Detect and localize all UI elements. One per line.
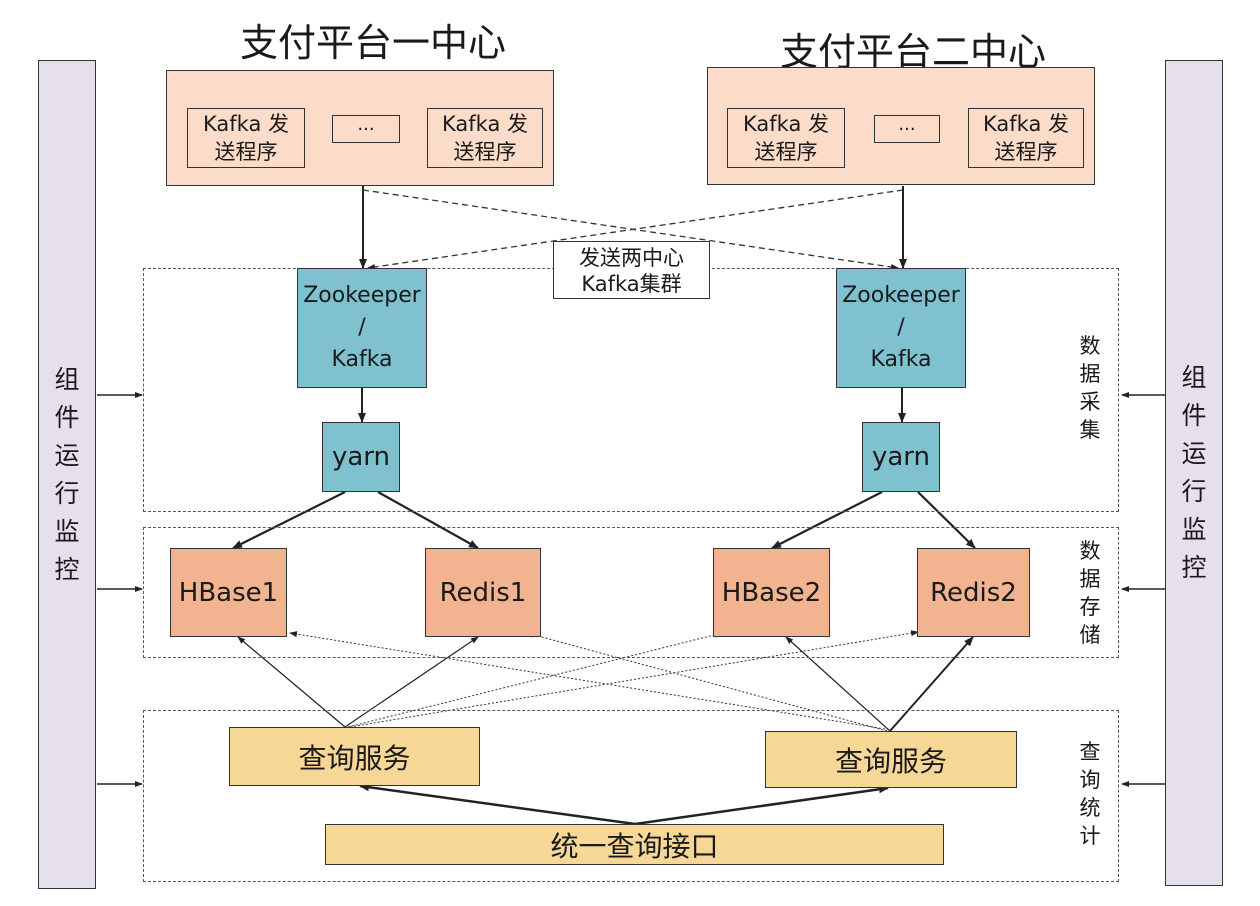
unified-query-interface: 统一查询接口 [325,824,944,865]
center-1-title: 支付平台一中心 [240,21,507,65]
kafka-sender-1b: Kafka 发 送程序 [427,108,543,168]
redis-1: Redis1 [425,548,541,637]
ellipsis-box-2: ··· [874,115,940,143]
center-2-title: 支付平台二中心 [780,30,1047,74]
yarn-2: yarn [862,422,940,492]
zookeeper-kafka-1: Zookeeper / Kafka [297,268,427,388]
redis-2: Redis2 [917,548,1030,637]
kafka-sender-1a: Kafka 发 送程序 [187,108,305,168]
arrow-yarn1-to-redis1 [377,491,479,549]
section-label-query: 查 询 统 计 [1079,740,1101,848]
data-collection-section [143,268,1119,512]
arrow-unified-to-query1 [359,783,636,826]
arrow-yarn2-to-hbase2 [771,491,883,549]
section-label-collection: 数 据 采 集 [1079,334,1101,442]
component-monitor-right: 组 件 运 行 监 控 [1165,60,1223,886]
query-service-2: 查询服务 [765,731,1017,788]
kafka-sender-2b: Kafka 发 送程序 [968,108,1084,168]
arrow-query1-to-redis1 [344,636,479,728]
ellipsis-box-1: ··· [332,115,400,143]
arrow-yarn1-to-hbase1 [232,491,346,549]
arrow-query1-to-hbase1 [237,636,346,728]
dotted-arrow-query1-to-hbase2 [347,631,723,728]
arrow-query2-to-redis2 [889,636,974,732]
section-label-storage: 数 据 存 储 [1079,539,1101,647]
arrow-yarn2-to-redis2 [917,491,976,549]
dashed-arrow-center1-to-kafka2 [362,189,899,270]
component-monitor-left: 组 件 运 行 监 控 [38,60,96,889]
dotted-arrow-query2-to-hbase1 [289,631,886,730]
query-statistics-section [143,710,1119,882]
arrow-query2-to-hbase2 [785,636,891,732]
query-service-1: 查询服务 [229,727,480,786]
data-storage-section [143,527,1119,658]
dashed-arrow-center2-to-kafka1 [367,189,904,270]
kafka-sender-2a: Kafka 发 送程序 [727,108,845,168]
send-both-centers-callout: 发送两中心 Kafka集群 [553,241,710,299]
hbase-2: HBase2 [713,548,830,637]
hbase-1: HBase1 [170,548,287,637]
arrow-unified-to-query2 [634,785,889,826]
zookeeper-kafka-2: Zookeeper / Kafka [836,268,966,388]
yarn-1: yarn [322,422,400,492]
